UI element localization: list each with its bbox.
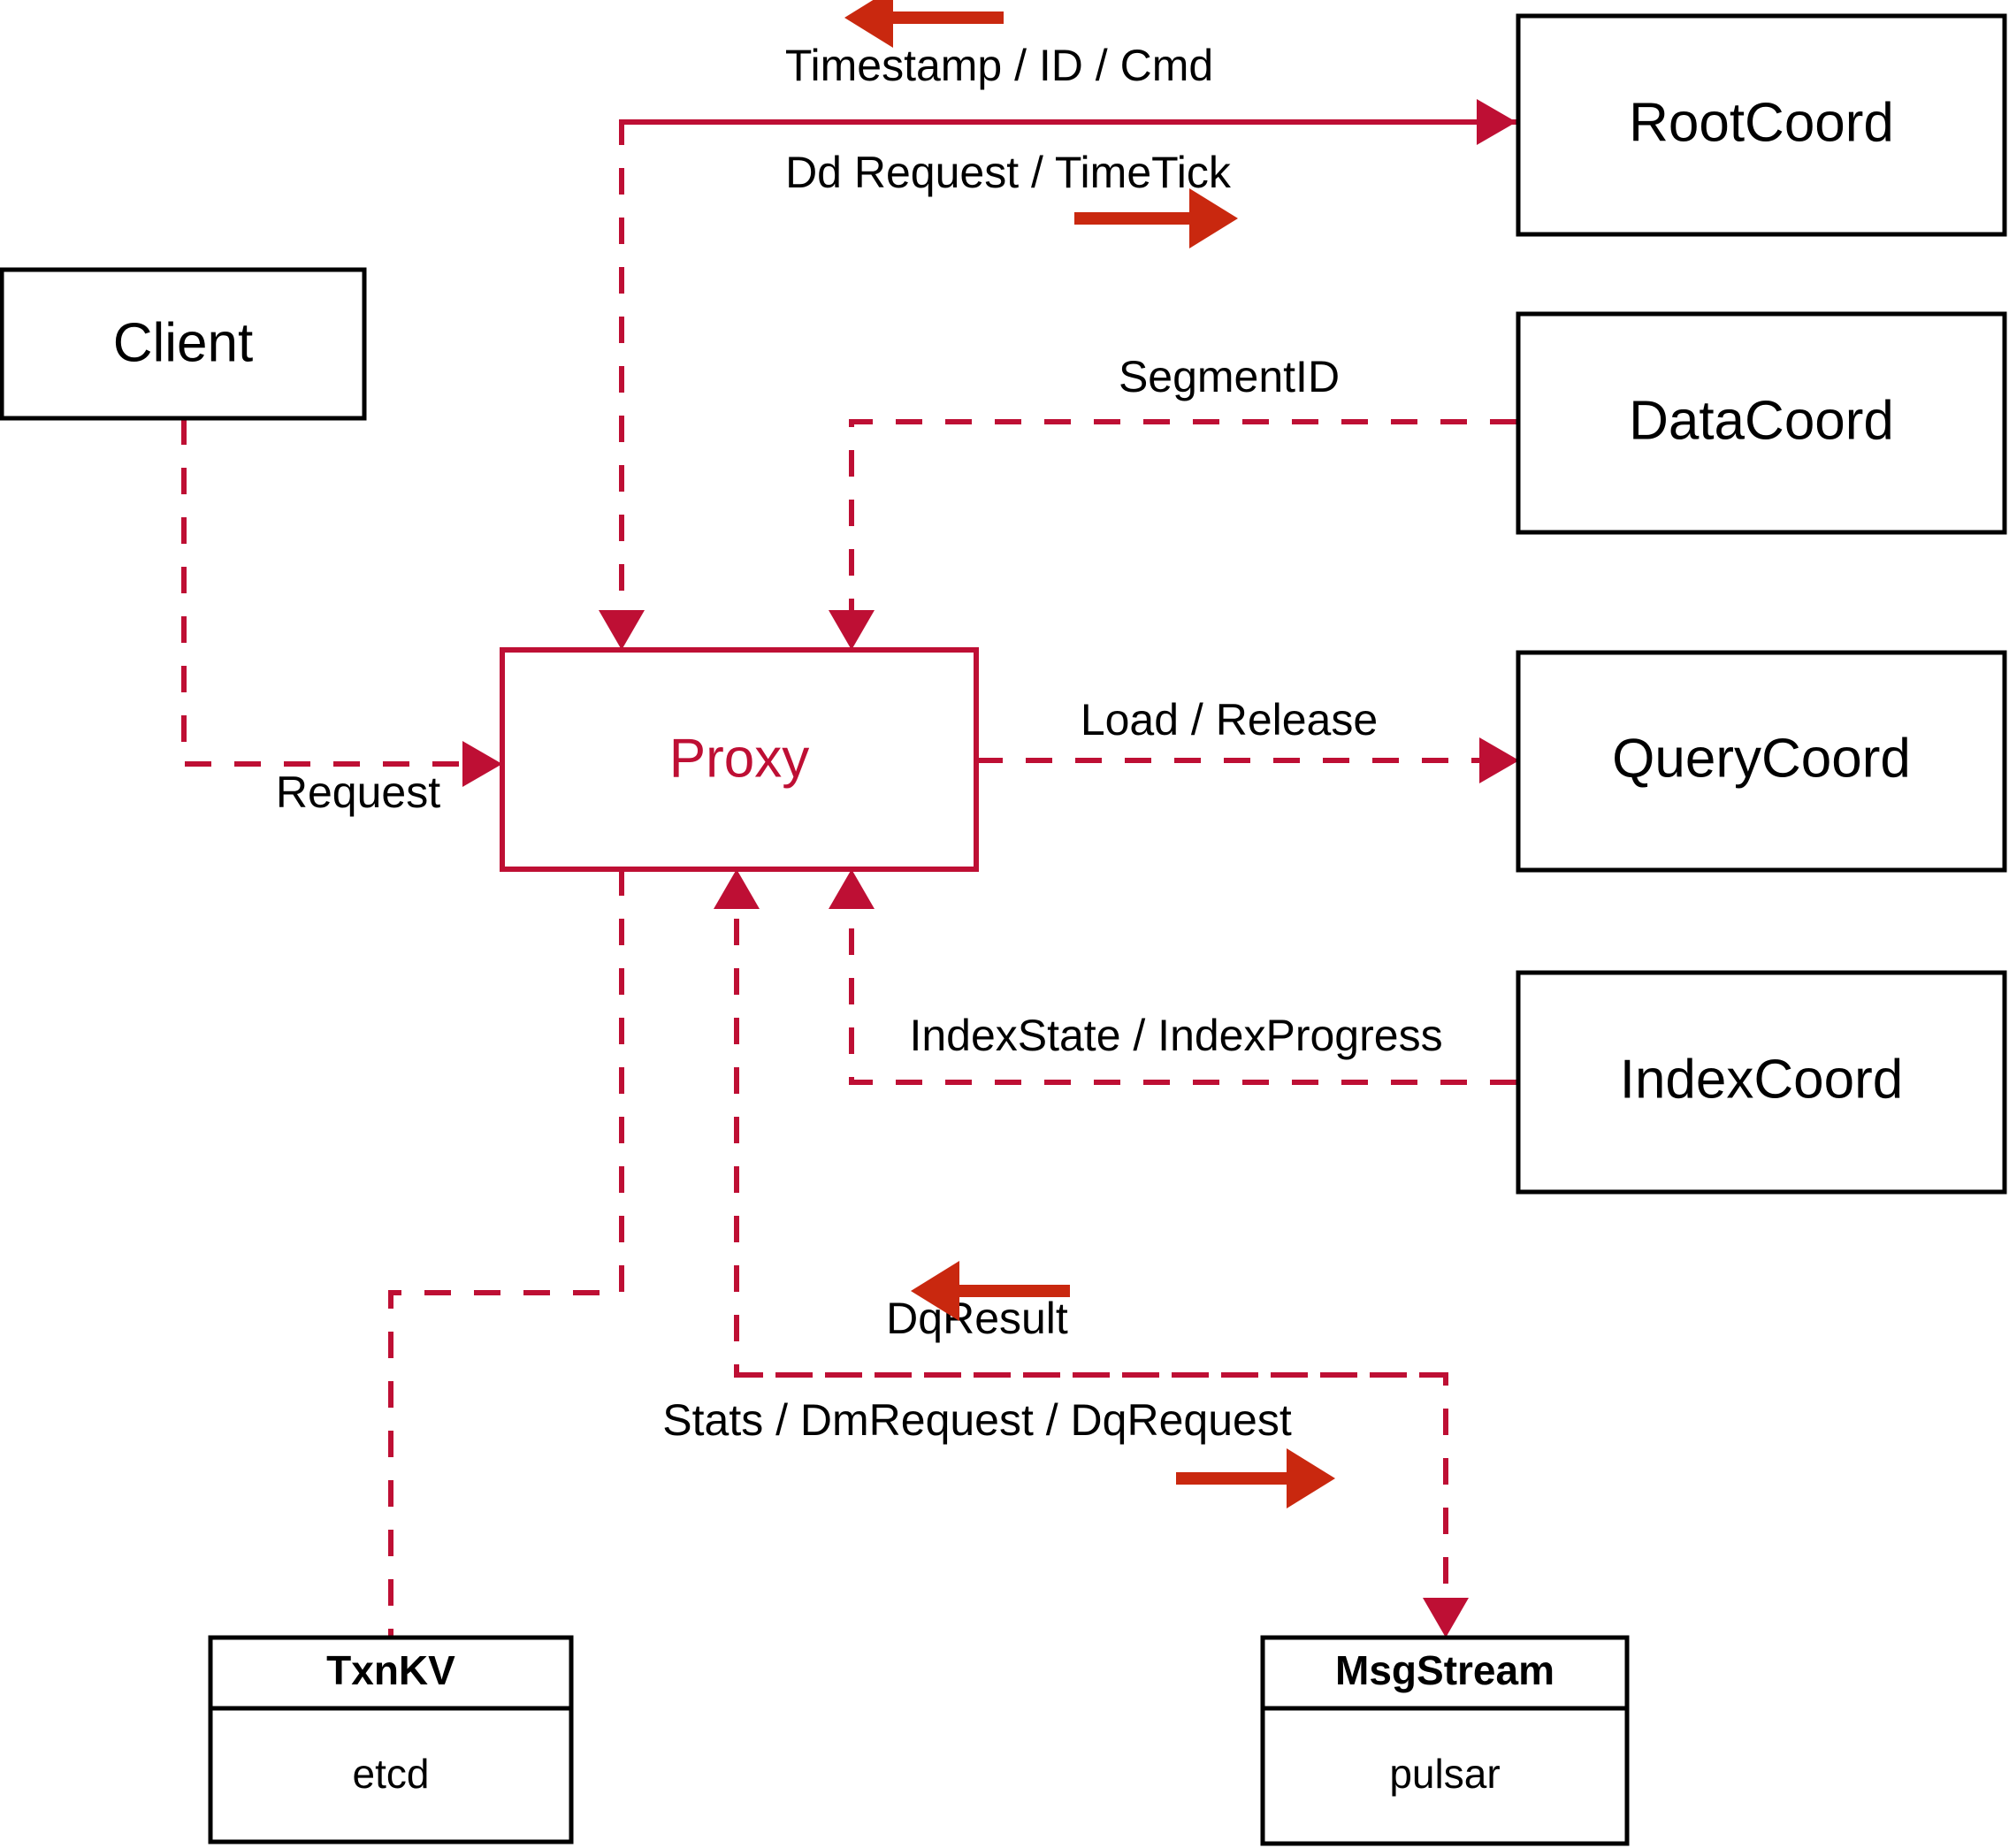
dir-arrow-dqresult-icon — [911, 1261, 1070, 1321]
edge-dd-request-timetick-label: Dd Request / TimeTick — [785, 148, 1232, 197]
node-rootcoord[interactable]: RootCoord — [1516, 13, 2007, 237]
dir-arrow-dd-request-icon — [1074, 188, 1238, 248]
edge-segmentid[interactable]: SegmentID — [829, 352, 1516, 650]
node-client[interactable]: Client — [0, 267, 367, 421]
node-indexcoord-label: IndexCoord — [1620, 1049, 1904, 1110]
edge-dqresult[interactable]: DqResult — [714, 869, 1446, 1378]
edges-layer: Request Timestamp / ID / Cmd Dd Request … — [181, 41, 1519, 1638]
node-msgstream[interactable]: MsgStream pulsar — [1260, 1635, 1630, 1846]
node-datacoord[interactable]: DataCoord — [1516, 311, 2007, 535]
node-msgstream-value: pulsar — [1389, 1751, 1500, 1797]
edge-load-release[interactable]: Load / Release — [976, 695, 1519, 783]
edge-stats-dmrequest-dqrequest-arrowhead — [1423, 1598, 1469, 1638]
node-querycoord-label: QueryCoord — [1612, 728, 1911, 789]
edge-load-release-arrowhead — [1479, 737, 1519, 783]
edge-indexstate-indexprogress-path — [849, 881, 1516, 1085]
edge-dd-request-timetick-arrowhead — [1477, 99, 1516, 145]
edge-timestamp-id-cmd[interactable]: Timestamp / ID / Cmd — [599, 41, 1516, 650]
edge-request-label: Request — [276, 767, 440, 817]
node-proxy-label: Proxy — [669, 728, 809, 789]
node-proxy-box — [500, 647, 979, 872]
edge-dd-request-timetick[interactable]: Dd Request / TimeTick — [622, 99, 1516, 197]
edge-stats-dmrequest-dqrequest[interactable]: Stats / DmRequest / DqRequest — [662, 1372, 1469, 1638]
node-txnkv-value: etcd — [353, 1751, 430, 1797]
edge-segmentid-label: SegmentID — [1119, 352, 1340, 401]
edge-load-release-label: Load / Release — [1081, 695, 1378, 745]
edge-proxy-txnkv-path — [388, 869, 624, 1638]
node-client-label: Client — [113, 312, 254, 373]
edge-dqresult-label: DqResult — [886, 1294, 1068, 1343]
edge-stats-dmrequest-dqrequest-path — [737, 1372, 1448, 1626]
edge-stats-dmrequest-dqrequest-label: Stats / DmRequest / DqRequest — [662, 1395, 1292, 1445]
edge-dqresult-arrowhead — [714, 869, 760, 909]
edge-timestamp-id-cmd-label: Timestamp / ID / Cmd — [785, 41, 1213, 90]
node-msgstream-box — [1260, 1635, 1630, 1846]
direction-arrows-layer — [844, 0, 1335, 1508]
node-querycoord-box — [1516, 650, 2007, 873]
node-txnkv[interactable]: TxnKV etcd — [208, 1635, 574, 1844]
node-querycoord[interactable]: QueryCoord — [1516, 650, 2007, 873]
edge-timestamp-id-cmd-path — [619, 119, 1516, 638]
node-rootcoord-label: RootCoord — [1629, 92, 1894, 153]
edge-segmentid-arrowhead — [829, 610, 875, 650]
edge-request-path — [181, 418, 491, 767]
node-msgstream-title: MsgStream — [1335, 1647, 1554, 1693]
node-proxy[interactable]: Proxy — [500, 647, 979, 872]
node-datacoord-box — [1516, 311, 2007, 535]
node-rootcoord-box — [1516, 13, 2007, 237]
node-txnkv-box — [208, 1635, 574, 1844]
node-datacoord-label: DataCoord — [1629, 390, 1894, 451]
nodes-layer: Client Proxy RootCoord DataCoord QueryCo… — [0, 13, 2007, 1846]
edge-timestamp-id-cmd-arrowhead — [599, 610, 645, 650]
node-txnkv-title: TxnKV — [326, 1647, 455, 1693]
edge-proxy-txnkv[interactable] — [388, 869, 624, 1638]
edge-request-arrowhead — [462, 741, 502, 787]
edge-segmentid-path — [849, 419, 1516, 638]
edge-indexstate-indexprogress[interactable]: IndexState / IndexProgress — [829, 869, 1516, 1085]
dir-arrow-stats-icon — [1176, 1448, 1335, 1508]
node-indexcoord-box — [1516, 970, 2007, 1195]
edge-request[interactable]: Request — [181, 418, 502, 817]
edge-indexstate-indexprogress-arrowhead — [829, 869, 875, 909]
node-indexcoord[interactable]: IndexCoord — [1516, 970, 2007, 1195]
edge-indexstate-indexprogress-label: IndexState / IndexProgress — [909, 1011, 1442, 1060]
node-client-box — [0, 267, 367, 421]
dir-arrow-timestamp-icon — [844, 0, 1004, 48]
edge-dqresult-path — [734, 881, 1446, 1378]
